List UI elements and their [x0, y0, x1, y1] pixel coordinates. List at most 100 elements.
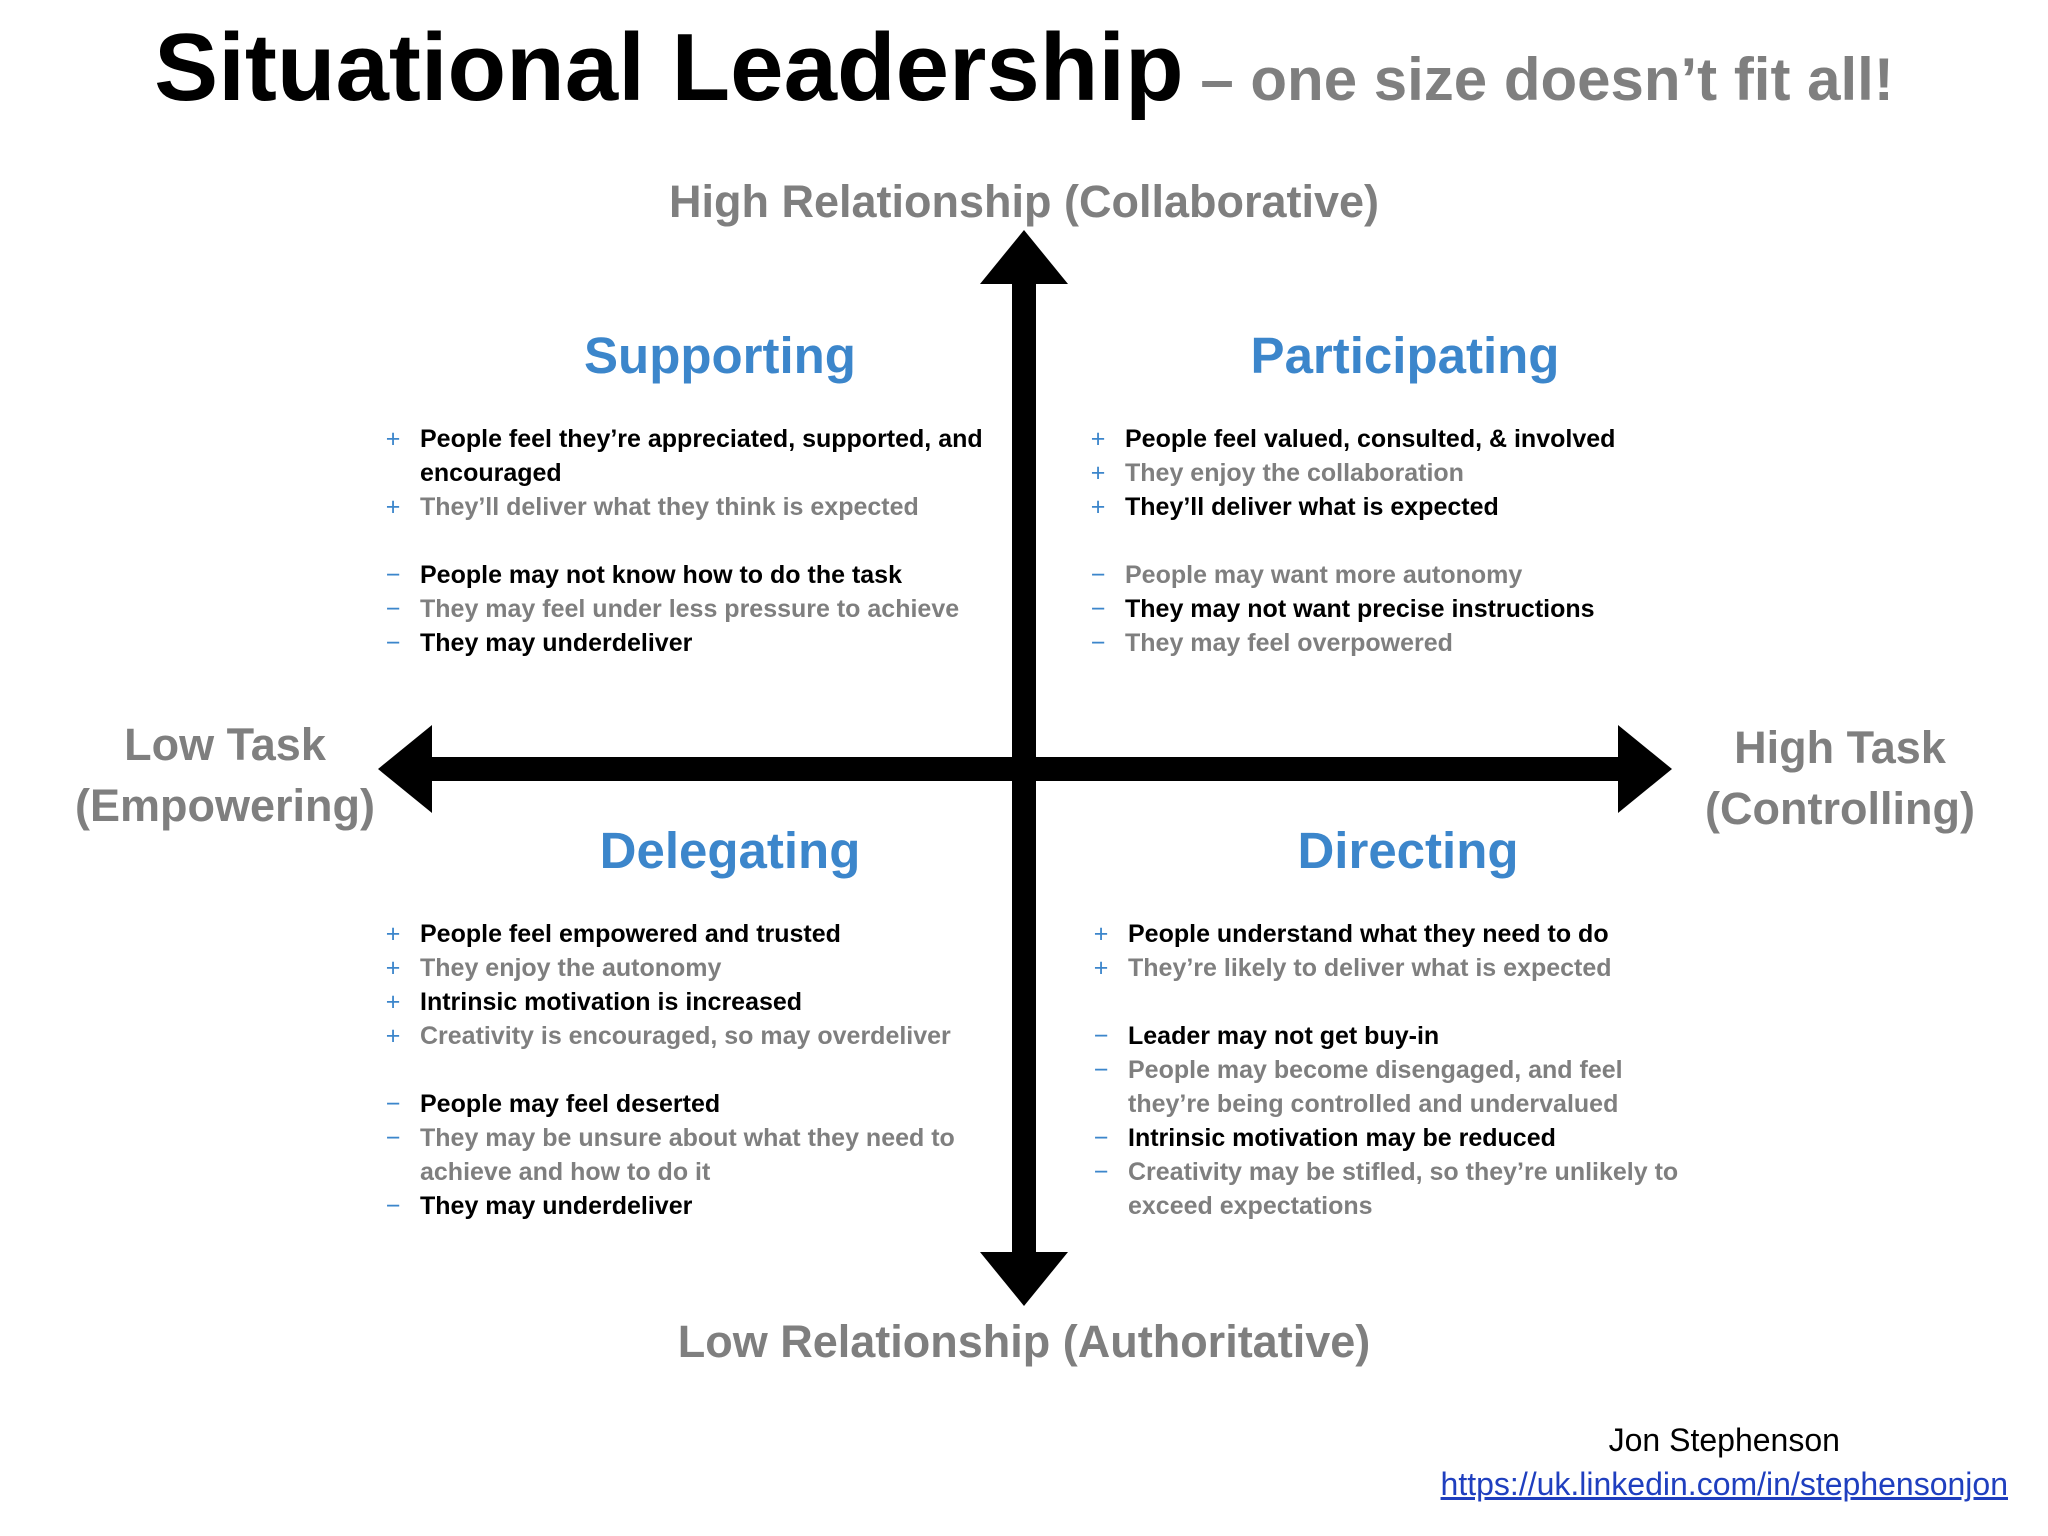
- up-arrow-head-icon: [980, 230, 1068, 284]
- list-item-text: They enjoy the collaboration: [1125, 459, 1464, 488]
- list-item: −People may become disengaged, and feel …: [1088, 1053, 1708, 1121]
- horizontal-axis-line: [420, 757, 1630, 781]
- down-arrow-head-icon: [980, 1252, 1068, 1306]
- list-item: + They enjoy the autonomy: [380, 951, 1000, 985]
- list-item-text: They may be unsure about what they need …: [420, 1124, 955, 1187]
- plus-icon: +: [385, 920, 401, 949]
- quadrant-points: + People feel they’re appreciated, suppor…: [380, 422, 1000, 660]
- plus-icon: +: [1090, 459, 1106, 488]
- minus-icon: −: [1090, 629, 1106, 658]
- quadrant-title: Directing: [1297, 822, 1519, 879]
- list-item-text: Leader may not get buy-in: [1128, 1022, 1440, 1051]
- list-item-text: They may underdeliver: [420, 1192, 693, 1221]
- list-item: + People feel they’re appreciated, suppor…: [380, 422, 1000, 490]
- list-item: −They may feel overpowered: [1085, 626, 1705, 660]
- list-item-text: They may feel overpowered: [1125, 629, 1453, 658]
- list-item-text: People may become disengaged, and feel t…: [1128, 1056, 1623, 1119]
- author-credit: Jon Stephenson https://uk.linkedin.com/i…: [1441, 1418, 2008, 1506]
- list-item-text: They enjoy the autonomy: [420, 954, 722, 983]
- axis-label-low-relationship: Low Relationship (Authoritative): [677, 1316, 1371, 1367]
- quadrant-points: + People feel valued, consulted, & involv…: [1085, 422, 1705, 660]
- plus-icon: +: [385, 493, 401, 522]
- list-item: +They’ll deliver what is expected: [1085, 490, 1705, 524]
- list-item-text: People feel empowered and trusted: [420, 920, 841, 949]
- axis-label-high-task-line1: High Task: [1734, 722, 1946, 773]
- list-item-text: People may feel deserted: [420, 1090, 721, 1119]
- title-subtitle: – one size doesn’t fit all!: [1183, 46, 1894, 113]
- quadrant-title: Participating: [1250, 327, 1560, 384]
- quadrant-delegating: Delegating +People feel empowered and tr…: [380, 820, 1000, 1223]
- plus-icon: +: [1090, 425, 1106, 454]
- quadrant-participating: Participating + People feel valued, consu…: [1085, 325, 1705, 660]
- title-main: Situational Leadership: [154, 14, 1184, 121]
- list-item-text: People feel they’re appreciated, support…: [420, 425, 983, 488]
- axis-label-high-task-line2: (Controlling): [1705, 782, 1975, 834]
- right-arrow-head-icon: [1618, 725, 1672, 813]
- quadrant-directing: Directing + People understand what they n…: [1088, 820, 1708, 1223]
- axis-label-low-task-line2: (Empowering): [75, 779, 375, 831]
- list-item-text: Creativity may be stifled, so they’re un…: [1128, 1158, 1679, 1221]
- list-item-text: People understand what they need to do: [1128, 920, 1609, 949]
- list-item: −People may feel deserted: [380, 1087, 1000, 1121]
- minus-icon: −: [1090, 561, 1106, 590]
- list-item: −People may not know how to do the task: [380, 558, 1000, 592]
- list-item-text: They may feel under less pressure to ach…: [420, 595, 960, 624]
- list-item: + They’ll deliver what they think is expe…: [380, 490, 1000, 524]
- linkedin-link[interactable]: https://uk.linkedin.com/in/stephensonjon: [1440, 1466, 2008, 1502]
- minus-icon: −: [1093, 1124, 1109, 1153]
- minus-icon: −: [1093, 1158, 1109, 1187]
- list-item-text: They may underdeliver: [420, 629, 693, 658]
- minus-icon: −: [385, 1124, 401, 1153]
- axis-label-high-relationship: High Relationship (Collaborative): [668, 176, 1380, 227]
- list-item: + People feel valued, consulted, & involv…: [1085, 422, 1705, 456]
- left-arrow-head-icon: [378, 725, 432, 813]
- list-item: −They may not want precise instructions: [1085, 592, 1705, 626]
- list-item-text: People may not know how to do the task: [420, 561, 902, 590]
- plus-icon: +: [1093, 954, 1109, 983]
- list-item-text: Intrinsic motivation may be reduced: [1128, 1124, 1556, 1153]
- plus-icon: +: [385, 954, 401, 983]
- minus-icon: −: [385, 595, 401, 624]
- list-item-text: Intrinsic motivation is increased: [420, 988, 803, 1017]
- list-item: + People understand what they need to do: [1088, 917, 1708, 951]
- list-item-text: They may not want precise instructions: [1125, 595, 1595, 624]
- list-item: + They enjoy the collaboration: [1085, 456, 1705, 490]
- list-item: −People may want more autonomy: [1085, 558, 1705, 592]
- plus-icon: +: [1090, 493, 1106, 522]
- author-name: Jon Stephenson: [1608, 1422, 1840, 1458]
- page-title: Situational Leadership – one size doesn’…: [0, 20, 2048, 116]
- minus-icon: −: [385, 629, 401, 658]
- minus-icon: −: [1093, 1022, 1109, 1051]
- plus-icon: +: [385, 988, 401, 1017]
- list-item: −They may underdeliver: [380, 626, 1000, 660]
- plus-icon: +: [1093, 920, 1109, 949]
- plus-icon: +: [385, 425, 401, 454]
- axis-label-high-task: High Task (Controlling): [1660, 718, 2020, 840]
- minus-icon: −: [385, 1192, 401, 1221]
- list-item: + Intrinsic motivation is increased: [380, 985, 1000, 1019]
- minus-icon: −: [1090, 595, 1106, 624]
- minus-icon: −: [1093, 1056, 1109, 1085]
- list-item: −They may be unsure about what they need…: [380, 1121, 1000, 1189]
- axis-label-low-task: Low Task (Empowering): [40, 715, 410, 837]
- list-item-text: Creativity is encouraged, so may overdel…: [420, 1022, 951, 1051]
- list-item: −Leader may not get buy-in: [1088, 1019, 1708, 1053]
- minus-icon: −: [385, 1090, 401, 1119]
- list-item: +Creativity is encouraged, so may overde…: [380, 1019, 1000, 1053]
- quadrant-points: + People feel empowered and trusted + They…: [380, 917, 1000, 1223]
- minus-icon: −: [385, 561, 401, 590]
- list-item: −Creativity may be stifled, so they’re u…: [1088, 1155, 1708, 1223]
- list-item-text: They’ll deliver what they think is expec…: [420, 493, 919, 522]
- list-item: −They may underdeliver: [380, 1189, 1000, 1223]
- quadrant-points: +People understand what they need to do …: [1088, 917, 1708, 1223]
- list-item-text: They’re likely to deliver what is expect…: [1128, 954, 1612, 983]
- axis-label-low-task-line1: Low Task: [124, 719, 326, 770]
- list-item: + People feel empowered and trusted: [380, 917, 1000, 951]
- quadrant-supporting: Supporting +People feel they’re apprecia…: [380, 325, 1000, 660]
- list-item: + They’re likely to deliver what is expec…: [1088, 951, 1708, 985]
- list-item-text: People may want more autonomy: [1125, 561, 1523, 590]
- list-item-text: People feel valued, consulted, & involve…: [1125, 425, 1616, 454]
- list-item: −They may feel under less pressure to ac…: [380, 592, 1000, 626]
- list-item: −Intrinsic motivation may be reduced: [1088, 1121, 1708, 1155]
